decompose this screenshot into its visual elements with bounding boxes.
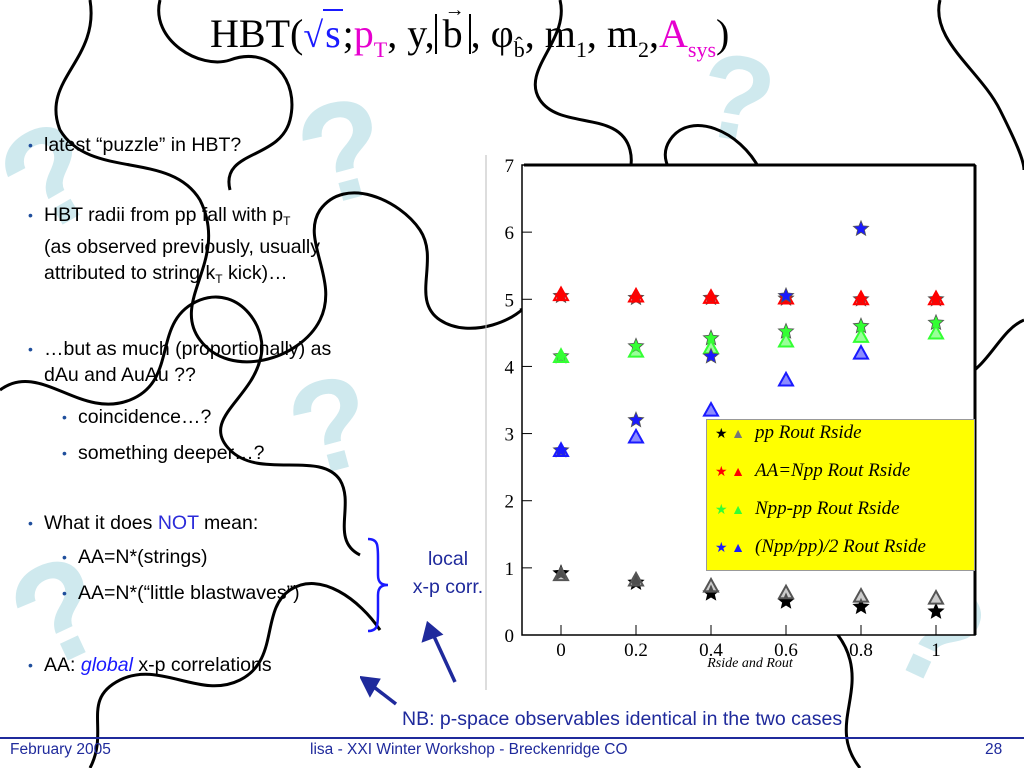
data-point-rside xyxy=(552,565,570,582)
x-axis-label: Rside and Rout xyxy=(706,656,794,671)
y-tick-label: 7 xyxy=(505,156,515,177)
footer-divider xyxy=(0,737,1024,739)
data-point-rout xyxy=(627,411,645,428)
y-tick-label: 6 xyxy=(505,223,515,244)
bullet-item: • HBT radii from pp fall with pT (as obs… xyxy=(28,204,321,286)
footer-date: February 2005 xyxy=(10,741,111,758)
arrow-head-icon xyxy=(421,620,444,643)
sqrt-icon: √ xyxy=(303,15,324,55)
legend-label: AA=Npp Rout Rside xyxy=(755,460,911,481)
x-tick-label: 0 xyxy=(556,640,566,661)
legend-label: (Npp/pp)/2 Rout Rside xyxy=(755,536,926,557)
legend-label: pp Rout Rside xyxy=(755,422,862,443)
sub-bullet-item: • coincidence…? xyxy=(62,406,212,428)
data-point-rside xyxy=(927,323,945,340)
sub-bullet-item: • AA=N*(strings) xyxy=(62,546,208,568)
legend-entry: ★ ▲ Npp-pp Rout Rside xyxy=(715,498,900,528)
sub-bullet-item: • something deeper…? xyxy=(62,442,265,464)
legend-marker-icon: ★ ▲ xyxy=(715,541,745,556)
x-tick-label: 0.4 xyxy=(699,640,723,661)
bullet-item: • …but as much (proportionally) as dAu a… xyxy=(28,338,332,386)
nb-note: NB: p-space observables identical in the… xyxy=(402,708,843,730)
pointer-arrows xyxy=(360,620,457,706)
title-hbt: HBT( xyxy=(210,11,304,56)
data-point-rout xyxy=(927,602,945,619)
title-asys: Asys xyxy=(659,11,717,62)
puzzle-edge xyxy=(937,0,1024,171)
vector-arrow-icon: → xyxy=(444,0,465,21)
legend-marker-icon: ★ ▲ xyxy=(715,465,745,480)
y-tick-label: 4 xyxy=(505,357,515,378)
data-point-rside xyxy=(627,427,645,444)
legend-entry: ★ ▲ (Npp/pp)/2 Rout Rside xyxy=(715,536,926,566)
data-point-rout xyxy=(852,597,870,615)
data-point-rside xyxy=(777,370,795,387)
data-point-rside xyxy=(552,285,570,302)
puzzle-edge xyxy=(88,582,382,768)
legend-entry: ★ ▲ pp Rout Rside xyxy=(715,422,862,452)
data-point-rside xyxy=(927,289,945,306)
data-point-rout xyxy=(702,347,720,364)
chart-legend: ★ ▲ pp Rout Rside ★ ▲ AA=Npp Rout Rside ★ ▲ N… xyxy=(706,419,975,571)
data-point-rside xyxy=(702,401,720,417)
title-sqrt-s: √s xyxy=(303,9,343,56)
footer-title: lisa - XXI Winter Workshop - Breckenridg… xyxy=(310,741,628,758)
data-point-rside xyxy=(852,327,870,343)
y-tick-label: 0 xyxy=(505,626,515,647)
y-tick-label: 1 xyxy=(505,559,515,580)
data-point-rside xyxy=(852,289,870,306)
data-point-rside xyxy=(627,341,645,358)
arrow-icon xyxy=(430,631,457,683)
curly-brace-icon xyxy=(367,537,389,633)
legend-marker-icon: ★ ▲ xyxy=(715,503,745,518)
x-tick-label: 1 xyxy=(931,640,941,661)
x-tick-label: 0.2 xyxy=(624,640,648,661)
data-point-rout xyxy=(777,286,795,304)
bullet-item: • AA: global x-p correlations xyxy=(28,654,272,676)
arrow-head-icon xyxy=(360,675,381,698)
data-point-rside xyxy=(627,570,645,587)
puzzle-edge xyxy=(157,0,294,191)
data-point-rside xyxy=(927,589,945,605)
data-point-rside xyxy=(852,343,870,360)
title-b-vector: →b xyxy=(434,0,471,54)
x-tick-label: 0.6 xyxy=(774,640,798,661)
y-tick-label: 5 xyxy=(505,290,515,311)
data-point-rside xyxy=(777,331,795,348)
title-pt: pT xyxy=(353,11,388,62)
footer-page-number: 28 xyxy=(985,741,1003,758)
puzzle-edge xyxy=(54,0,532,364)
sub-bullet-item: • AA=N*(“little blastwaves”) xyxy=(62,582,300,604)
legend-label: Npp-pp Rout Rside xyxy=(755,498,900,519)
bullet-item: • latest “puzzle” in HBT? xyxy=(28,134,242,156)
data-point-rside xyxy=(777,583,795,600)
data-point-rside xyxy=(627,286,645,303)
slide-title: HBT(√s;pT, y,→b, φb̂, m1, m2,Asys) xyxy=(210,0,730,62)
x-tick-label: 0.8 xyxy=(849,640,873,661)
legend-entry: ★ ▲ AA=Npp Rout Rside xyxy=(715,460,910,490)
data-point-rside xyxy=(552,347,570,363)
y-tick-label: 3 xyxy=(505,425,515,446)
local-correlation-note: local x-p corr. xyxy=(412,548,484,598)
data-point-rside xyxy=(702,576,720,593)
data-point-rside xyxy=(552,441,570,457)
legend-marker-icon: ★ ▲ xyxy=(715,427,745,442)
data-point-rside xyxy=(852,586,870,603)
data-point-rout xyxy=(852,219,870,237)
puzzle-edge xyxy=(0,295,361,557)
y-tick-label: 2 xyxy=(505,492,515,513)
data-point-rside xyxy=(702,288,720,304)
bullet-item: • What it does NOT mean: xyxy=(28,512,259,534)
